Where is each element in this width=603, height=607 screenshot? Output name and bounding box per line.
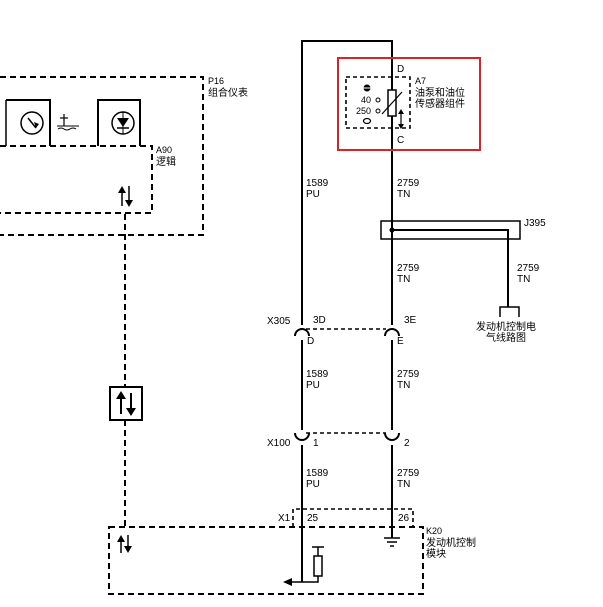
sensor-assembly-box xyxy=(345,76,411,129)
sensor-name-line1: 油泵和油位 xyxy=(415,86,465,99)
wire-label-color: PU xyxy=(306,189,320,200)
wire-label-circuit: 1589 xyxy=(306,468,329,479)
splice-bar xyxy=(392,229,509,307)
sensor-ref: A7 xyxy=(415,76,426,86)
wire-label-circuit: 2759 xyxy=(397,178,420,189)
ecm-reference-line2: 气线路图 xyxy=(486,331,526,344)
ecm-ref: K20 xyxy=(426,526,442,536)
fuel-level-icon xyxy=(57,114,79,131)
connector-name: X305 xyxy=(267,316,291,327)
highlight-box xyxy=(337,57,481,151)
sensor-value-b: 250 xyxy=(356,106,371,116)
wire-label-color: TN xyxy=(397,479,410,490)
wire-label-circuit: 2759 xyxy=(397,468,420,479)
wire-label-color: TN xyxy=(517,274,530,285)
data-arrows-icon xyxy=(118,186,133,207)
splice-pack-j395 xyxy=(380,220,521,240)
wire-label-color: PU xyxy=(306,479,320,490)
wire-label-circuit: 1589 xyxy=(306,369,329,380)
sensor-pin-top: D xyxy=(397,64,404,75)
cluster-ref: P16 xyxy=(208,76,224,86)
data-arrows-icon xyxy=(117,535,132,553)
connector-pin: 26 xyxy=(398,513,410,524)
connector-pin: 3D xyxy=(313,315,326,326)
connector-x1: X1 25 26 xyxy=(278,508,414,527)
ecm-name-line1: 发动机控制 xyxy=(426,536,476,549)
connector-name: X100 xyxy=(267,438,291,449)
connector-x100: X100 1 2 xyxy=(267,432,410,449)
wire-label-color: TN xyxy=(397,380,410,391)
connector-name: X1 xyxy=(278,513,291,524)
logic-name: 逻辑 xyxy=(156,155,176,168)
splice-dot xyxy=(389,227,395,233)
wire-label-color: PU xyxy=(306,380,320,391)
pull-up-resistor-icon xyxy=(283,546,324,586)
sensor-pin-bottom: C xyxy=(397,135,404,146)
wire-label-circuit: 2759 xyxy=(517,263,540,274)
sensor-value-a: 40 xyxy=(361,95,371,105)
splice-ref: J395 xyxy=(524,218,546,229)
engine-control-module-box: K20 发动机控制 模块 xyxy=(108,526,476,595)
terminal-dot xyxy=(375,108,381,114)
wire-label-circuit: 2759 xyxy=(397,263,420,274)
reference-bracket xyxy=(499,306,520,317)
terminal-dot xyxy=(375,97,381,103)
logic-ref: A90 xyxy=(156,145,172,155)
ecm-name-line2: 模块 xyxy=(426,548,446,560)
float-icon xyxy=(362,117,372,125)
data-link-icon xyxy=(109,386,143,421)
fuel-pump-icon xyxy=(363,84,371,92)
wire-label-circuit: 2759 xyxy=(397,369,420,380)
wire-label-circuit: 1589 xyxy=(306,178,329,189)
connector-pin: 2 xyxy=(404,438,410,449)
ground-icon xyxy=(384,537,400,547)
connector-x305: X305 3D 3E D E xyxy=(267,315,417,347)
ecm-reference-line1: 发动机控制电 xyxy=(476,320,536,333)
connector-pin: E xyxy=(397,336,404,347)
instrument-cluster-box: P16 组合仪表 A90 逻辑 xyxy=(0,76,248,236)
connector-pin: 1 xyxy=(313,438,319,449)
connector-pin: 25 xyxy=(307,513,319,524)
sensor-name-line2: 传感器组件 xyxy=(415,97,465,110)
cluster-name: 组合仪表 xyxy=(208,86,248,99)
fuel-gauge-icon xyxy=(5,99,51,146)
connector-pin: 3E xyxy=(404,315,417,326)
wire-label-color: TN xyxy=(397,274,410,285)
wire-label-color: TN xyxy=(397,189,410,200)
low-fuel-warning-icon xyxy=(97,99,141,146)
thermistor-icon xyxy=(381,75,404,145)
connector-pin: D xyxy=(307,336,314,347)
